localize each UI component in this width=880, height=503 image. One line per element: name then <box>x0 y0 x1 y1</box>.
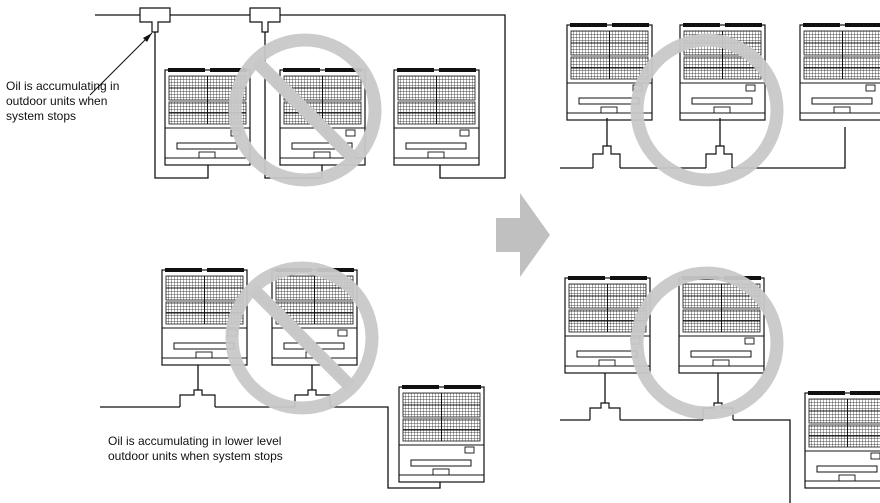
panel-correct-bottom <box>560 266 880 503</box>
right-arrow-icon <box>496 193 550 277</box>
prohibited-icon <box>630 266 784 420</box>
panel-correct-top <box>560 22 880 187</box>
note-bottom-left: Oil is accumulating in lower level outdo… <box>108 434 283 463</box>
tee-fitting <box>179 389 216 407</box>
tee-fitting <box>139 7 171 33</box>
header-pipe <box>95 14 506 179</box>
outdoor-unit <box>393 67 480 166</box>
panel-incorrect-top <box>89 7 506 187</box>
tee-fitting <box>705 145 733 168</box>
prohibited-icon <box>225 261 379 415</box>
panel-incorrect-bottom <box>100 261 485 489</box>
prohibited-icon <box>228 33 382 187</box>
tee-fitting <box>249 7 281 33</box>
leader-line <box>89 32 153 96</box>
prohibited-icon <box>630 33 784 187</box>
note-top-left: Oil is accumulating in outdoor units whe… <box>6 79 120 123</box>
outdoor-unit <box>804 390 880 489</box>
outdoor-unit <box>398 384 485 483</box>
tee-fitting <box>589 402 621 420</box>
tee-fitting <box>592 145 621 168</box>
outdoor-unit <box>799 22 880 121</box>
